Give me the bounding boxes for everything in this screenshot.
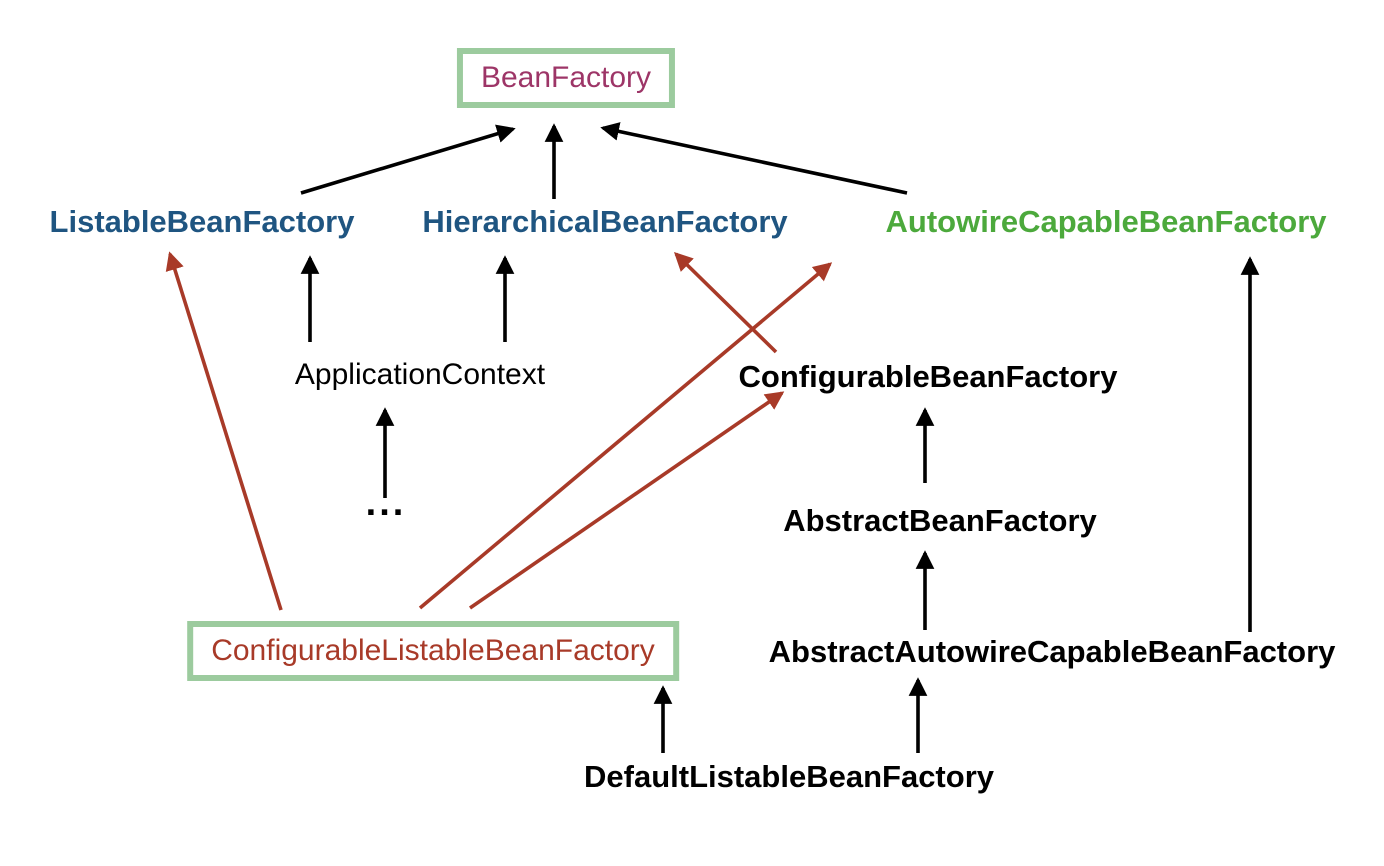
node-label: ... xyxy=(365,482,407,524)
node-label: AbstractBeanFactory xyxy=(783,503,1097,538)
node-abstract-autowire-capable-bean-factory: AbstractAutowireCapableBeanFactory xyxy=(769,635,1336,669)
arrow-configurable-listable-bean-factory-to-configurable-bean-factory xyxy=(468,391,785,610)
node-label: ListableBeanFactory xyxy=(49,204,355,239)
node-application-context: ApplicationContext xyxy=(295,358,545,392)
node-label: ConfigurableListableBeanFactory xyxy=(211,634,655,667)
node-label: ApplicationContext xyxy=(294,358,546,391)
node-label: HierarchicalBeanFactory xyxy=(422,204,788,239)
node-label: BeanFactory xyxy=(480,61,652,94)
node-label: ConfigurableBeanFactory xyxy=(738,359,1118,394)
node-autowire-capable-bean-factory: AutowireCapableBeanFactory xyxy=(886,205,1327,239)
node-label: AutowireCapableBeanFactory xyxy=(885,204,1327,239)
arrow-autowire-capable-bean-factory-to-bean-factory xyxy=(600,122,908,195)
node-label: AbstractAutowireCapableBeanFactory xyxy=(768,634,1336,669)
node-configurable-bean-factory: ConfigurableBeanFactory xyxy=(739,360,1118,394)
arrow-listable-bean-factory-to-bean-factory xyxy=(300,124,516,195)
arrow-configurable-listable-bean-factory-to-listable-bean-factory xyxy=(165,251,283,611)
node-listable-bean-factory: ListableBeanFactory xyxy=(50,205,355,239)
node-default-listable-bean-factory: DefaultListableBeanFactory xyxy=(584,760,994,794)
node-ellipsis: ... xyxy=(366,484,407,522)
node-hierarchical-bean-factory: HierarchicalBeanFactory xyxy=(422,205,787,239)
node-configurable-listable-bean-factory: ConfigurableListableBeanFactory xyxy=(187,621,679,681)
node-label: DefaultListableBeanFactory xyxy=(584,759,994,794)
node-bean-factory: BeanFactory xyxy=(456,48,676,108)
arrow-configurable-bean-factory-to-hierarchical-bean-factory xyxy=(673,252,778,354)
arrow-configurable-listable-bean-factory-to-autowire-capable-bean-factory xyxy=(418,262,833,610)
node-abstract-bean-factory: AbstractBeanFactory xyxy=(783,504,1097,538)
